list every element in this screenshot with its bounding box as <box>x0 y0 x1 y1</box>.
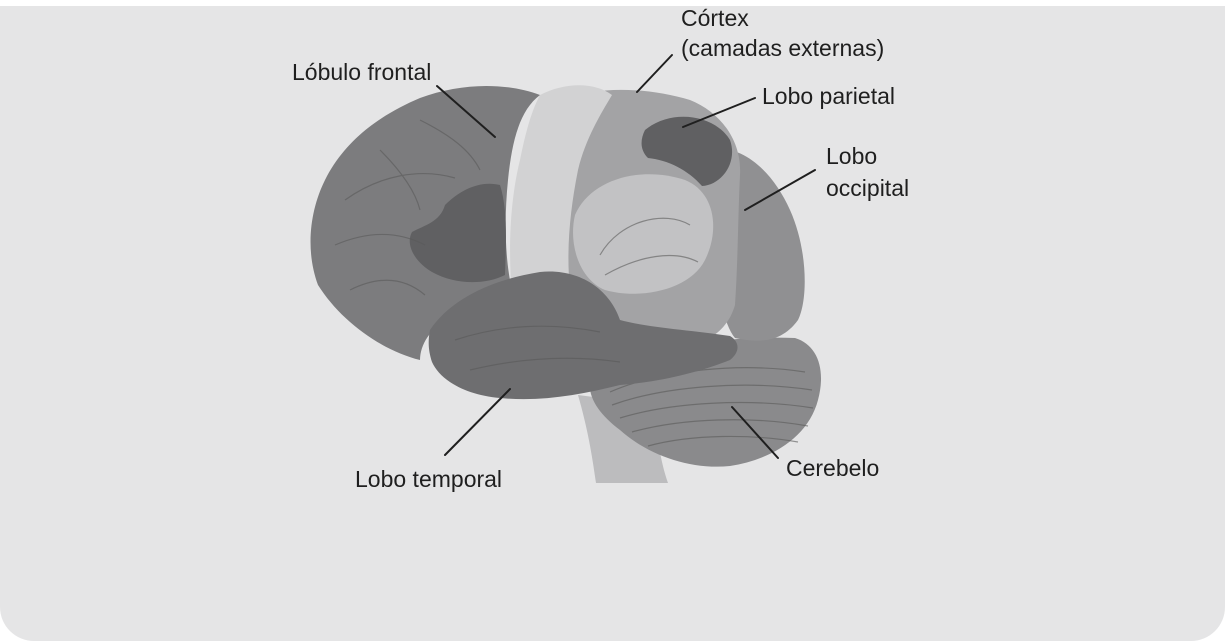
inner-gyrus <box>573 174 714 294</box>
leader-occipital <box>744 169 816 211</box>
label-cortex-sub: (camadas externas) <box>681 35 884 61</box>
label-frontal-lobe: Lóbulo frontal <box>292 59 431 85</box>
leader-parietal <box>682 97 756 128</box>
leader-cerebellum <box>731 406 779 459</box>
label-parietal-lobe: Lobo parietal <box>762 83 895 109</box>
motor-strip <box>510 85 612 295</box>
parietal-dark-patch <box>641 116 733 186</box>
temporal-lobe-region <box>428 271 738 400</box>
label-occipital-lobe-sub: occipital <box>826 175 909 201</box>
label-temporal-lobe: Lobo temporal <box>355 466 502 492</box>
leader-temporal <box>444 388 511 456</box>
label-cortex: Córtex <box>681 5 749 31</box>
label-occipital-lobe: Lobo <box>826 143 877 169</box>
leader-frontal <box>436 85 496 138</box>
label-cerebellum: Cerebelo <box>786 455 879 481</box>
leader-cortex <box>636 54 673 93</box>
frontal-dark-patch <box>409 183 506 283</box>
